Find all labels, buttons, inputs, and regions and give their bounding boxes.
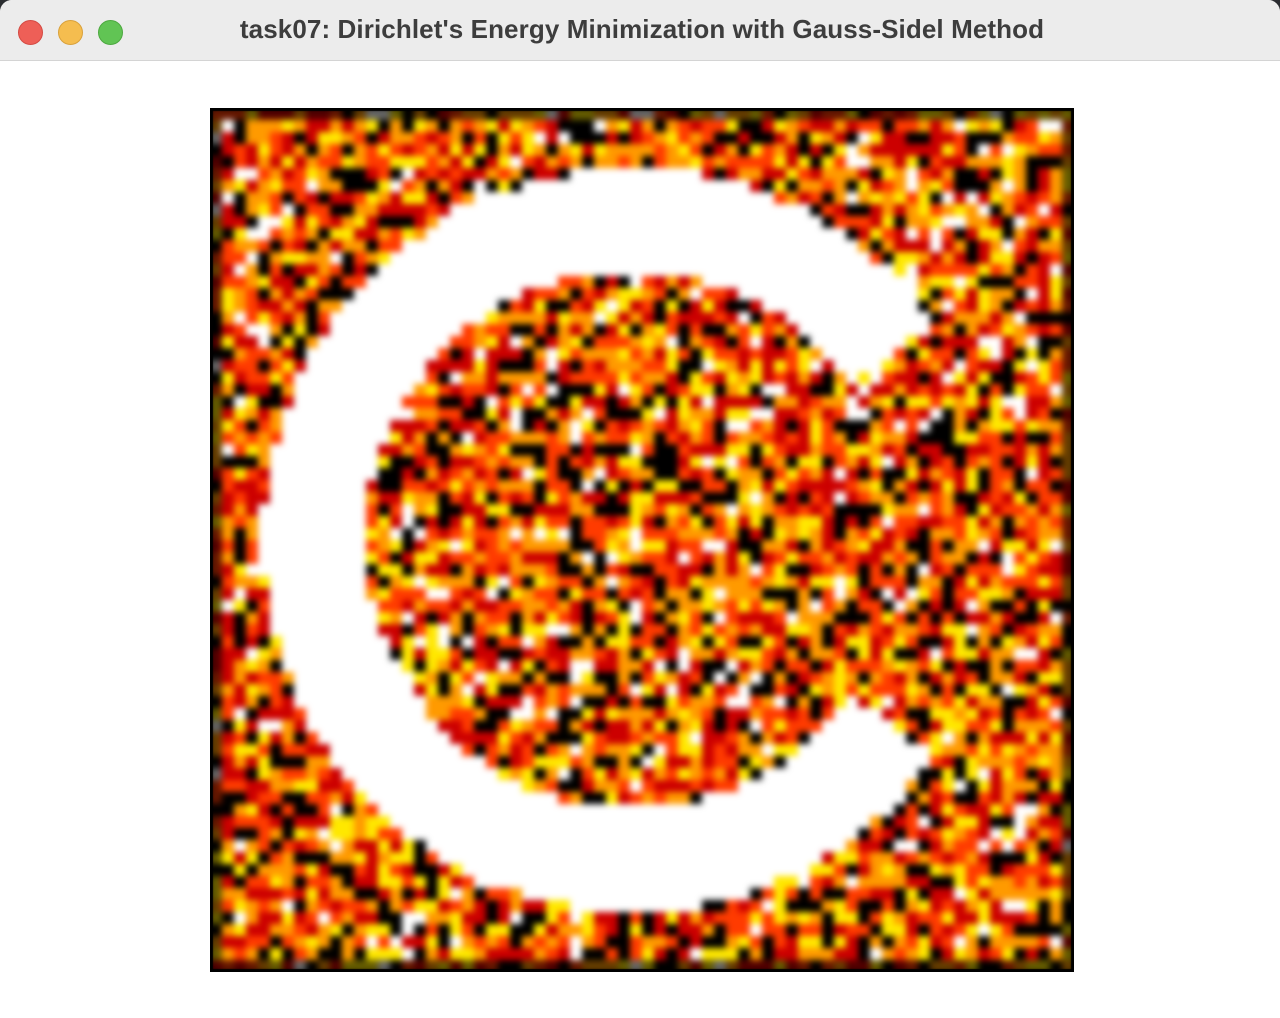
window-content [0, 61, 1280, 1018]
title-bar[interactable]: task07: Dirichlet's Energy Minimization … [0, 0, 1280, 61]
energy-field-image [210, 108, 1074, 972]
render-viewport[interactable] [210, 108, 1074, 972]
zoom-button[interactable] [98, 20, 123, 45]
minimize-button[interactable] [58, 20, 83, 45]
close-button[interactable] [18, 20, 43, 45]
window-title: task07: Dirichlet's Energy Minimization … [239, 14, 1045, 44]
